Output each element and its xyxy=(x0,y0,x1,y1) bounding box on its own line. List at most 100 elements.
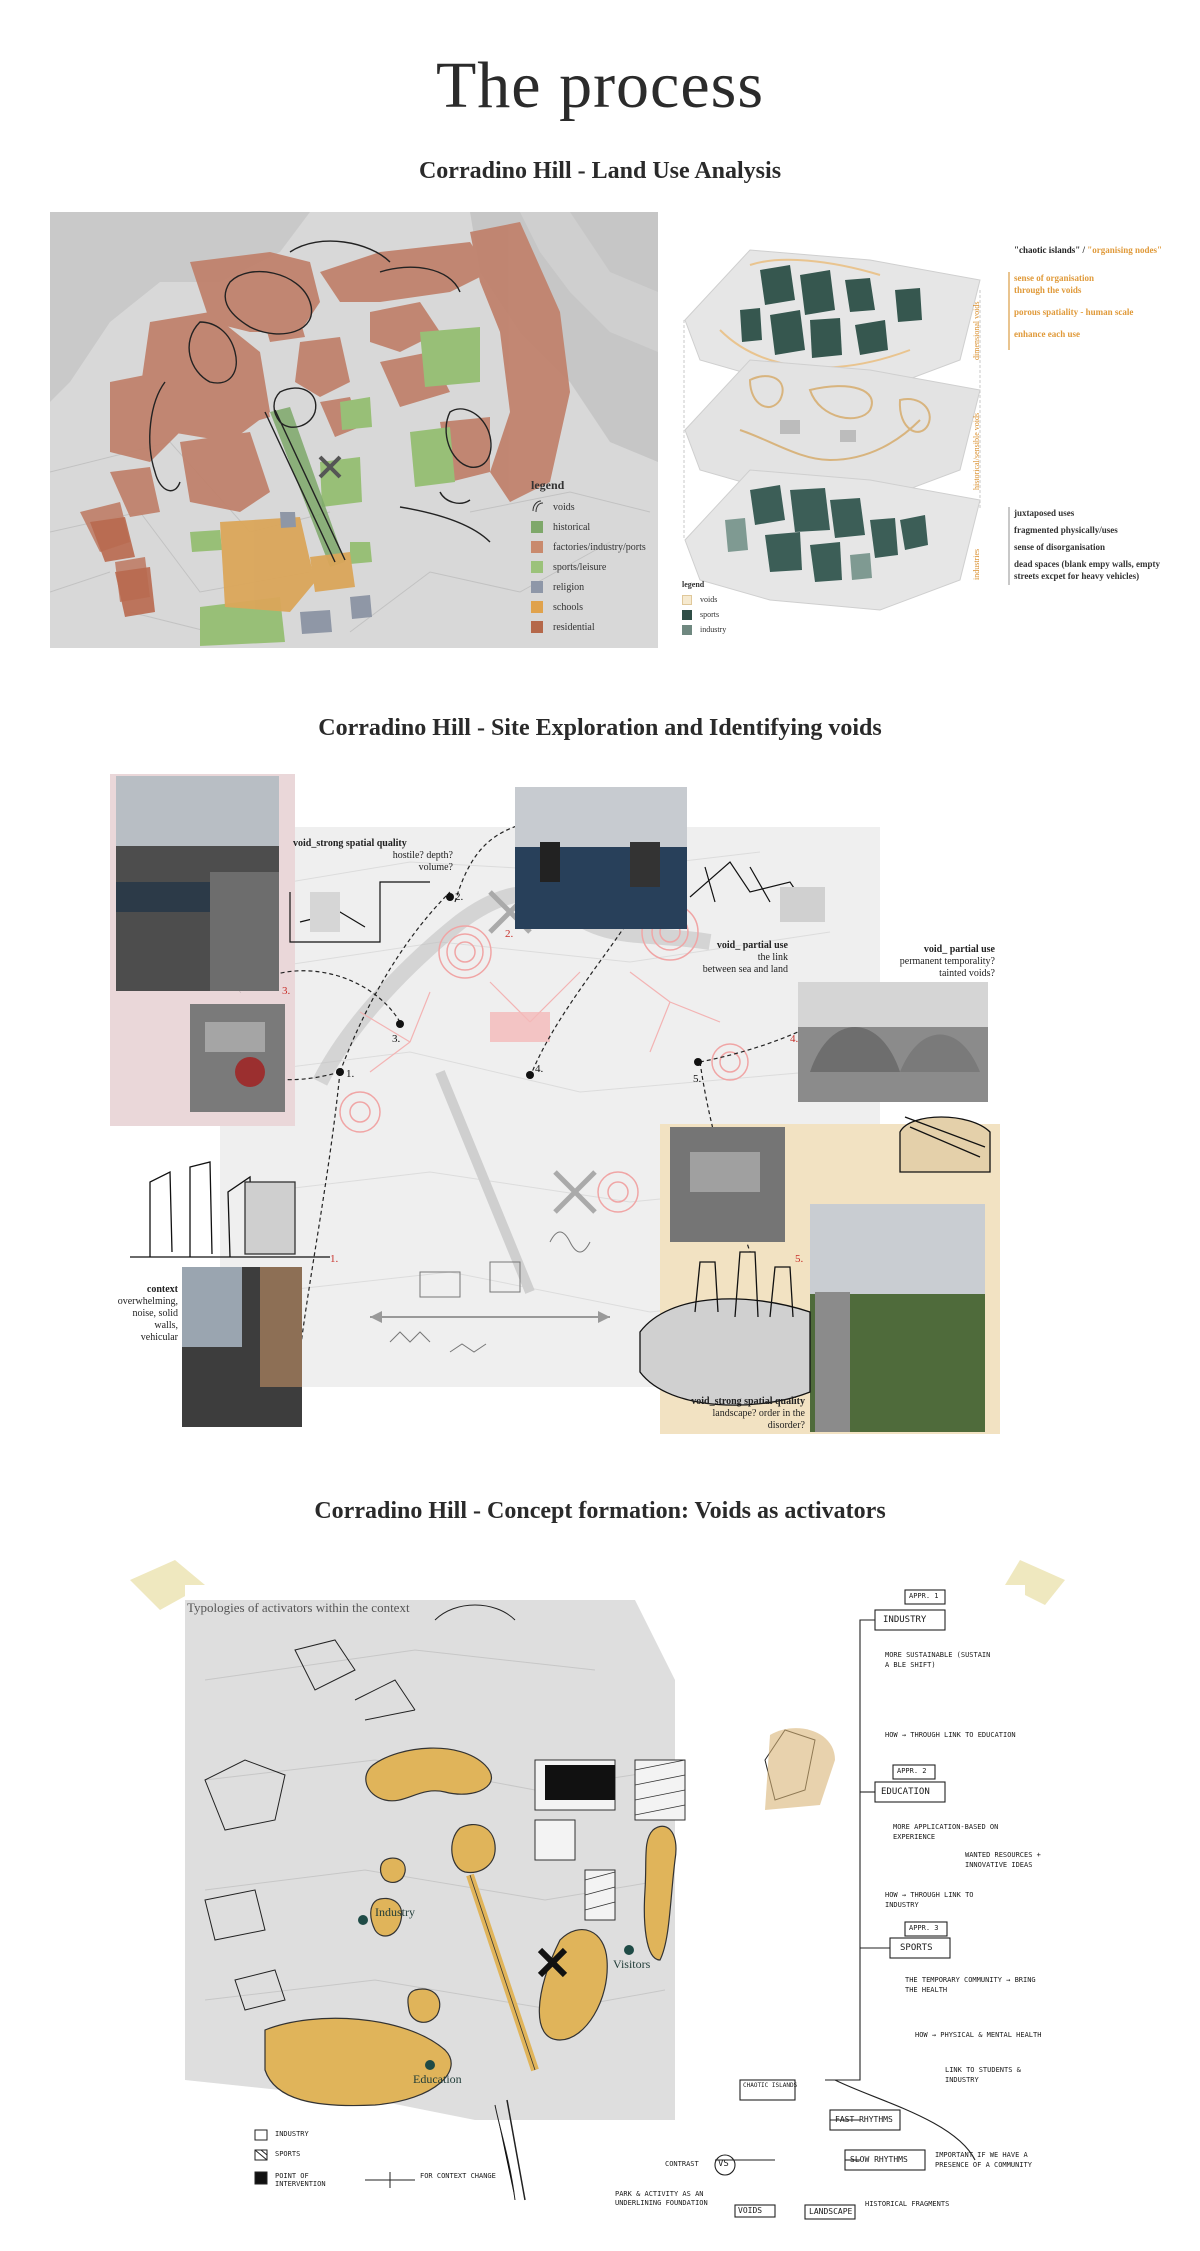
sketch-landscape xyxy=(639,1251,811,1406)
flow-note: PARK & ACTIVITY AS AN UNDERLINING FOUNDA… xyxy=(615,2190,708,2207)
legend-swatch xyxy=(531,601,543,613)
notes-heading-a: "chaotic islands" / xyxy=(1014,245,1086,255)
legend-swatch xyxy=(531,561,543,573)
land-use-map-drawing xyxy=(50,212,658,648)
notes-bar xyxy=(1008,507,1010,585)
caption-line: between sea and land xyxy=(702,964,788,975)
notes-item: dead spaces (blank empy walls, empty str… xyxy=(1014,559,1161,581)
caption-line: disorder? xyxy=(767,1420,805,1431)
zone-label-visitors: Visitors xyxy=(613,1957,651,1971)
caption-void-strong-2: void_strong spatial quality landscape? o… xyxy=(665,1396,805,1432)
photo-wall-landscape xyxy=(810,1204,985,1432)
flow-note: THE TEMPORARY COMMUNITY → BRING THE HEAL… xyxy=(905,1976,1036,1994)
red-marker-2: 2. xyxy=(505,928,514,940)
legend-title: legend xyxy=(531,478,565,492)
notes-heading-b: "organising nodes" xyxy=(1087,245,1163,255)
caption-void-partial-2: void_ partial use permanent temporality?… xyxy=(850,944,995,980)
photo-cliffs xyxy=(116,776,279,991)
legend-label: schools xyxy=(553,601,583,613)
flow-note: CHAOTIC ISLANDS xyxy=(743,2082,798,2089)
photo-aerial-site xyxy=(670,1127,785,1242)
red-marker-5: 5. xyxy=(795,1253,804,1265)
caption-void-partial-1: void_ partial use the link between sea a… xyxy=(670,940,788,976)
caption-context: context overwhelming, noise, solid walls… xyxy=(110,1284,178,1344)
flow-note: HOW → PHYSICAL & MENTAL HEALTH xyxy=(915,2031,1042,2039)
legend-label: religion xyxy=(553,581,585,593)
flow-box-landscape: LANDSCAPE xyxy=(809,2207,853,2216)
caption-head: void_ partial use xyxy=(923,944,995,955)
photo-harbour xyxy=(515,787,687,929)
section-title-site-exploration: Corradino Hill - Site Exploration and Id… xyxy=(318,715,882,741)
photo-street xyxy=(182,1267,302,1427)
legend-title: legend xyxy=(682,580,705,589)
legend-item: industry xyxy=(682,622,772,637)
legend-label: residential xyxy=(553,621,595,633)
legend-item: voids xyxy=(531,497,651,517)
flow-note: LINK TO STUDENTS & INDUSTRY xyxy=(945,2066,1021,2084)
sketch-void-1 xyxy=(289,881,430,943)
concept-drawing xyxy=(130,1560,1065,2220)
legend-label: industry xyxy=(700,625,727,634)
sketch-towers xyxy=(130,1161,330,1258)
flow-box-slow-rhythms: SLOW RHYTHMS xyxy=(850,2155,908,2164)
legend-swatch xyxy=(531,521,543,533)
notes-list: sense of organisation through the voids … xyxy=(1008,272,1184,350)
caption-line: volume? xyxy=(418,862,453,873)
legend-label: sports/leisure xyxy=(553,561,607,573)
marker-1: 1. xyxy=(346,1068,355,1080)
flow-box-fast-rhythms: FAST RHYTHMS xyxy=(835,2115,893,2124)
notes-bar xyxy=(1008,272,1010,350)
flow-box-appr3: APPR. 3 xyxy=(909,1924,939,1932)
axo-layer-label: dimensional voids xyxy=(972,301,981,360)
legend-label: historical xyxy=(553,521,591,533)
legend-item: religion xyxy=(531,577,651,597)
sketch-void-2 xyxy=(689,861,825,922)
legend-item: voids xyxy=(682,592,772,607)
land-use-map xyxy=(50,212,658,648)
caption-head: context xyxy=(146,1284,178,1295)
axonometric-drawing xyxy=(683,249,981,611)
legend-swatch xyxy=(531,621,543,633)
flow-box-sports: SPORTS xyxy=(900,1943,933,1953)
legend-swatch xyxy=(682,594,692,605)
photo-industrial-aerial xyxy=(190,1004,285,1112)
caption-void-strong-1: void_strong spatial quality hostile? dep… xyxy=(293,838,453,874)
legend-item: sports/leisure xyxy=(531,557,651,577)
legend-sports: SPORTS xyxy=(275,2150,301,2158)
sketch-huts xyxy=(899,1116,991,1173)
site-exploration-board: 1. 2. 3. 4. 5. 1. 2. 3. 4. 5. void_stron… xyxy=(110,772,1000,1442)
flow-box-education: EDUCATION xyxy=(881,1787,930,1797)
caption-head: void_ partial use xyxy=(716,940,788,951)
axonometric-legend: legend voids sports industry xyxy=(682,580,772,637)
legend-swatch xyxy=(531,581,543,593)
flow-note: HISTORICAL FRAGMENTS xyxy=(865,2200,950,2208)
legend-label: voids xyxy=(553,501,575,513)
legend-swatch xyxy=(682,609,692,620)
legend-industry: INDUSTRY xyxy=(275,2130,309,2138)
caption-line: landscape? order in the xyxy=(712,1408,805,1419)
land-use-legend: legend voids historical factories/indust… xyxy=(531,478,651,637)
axo-layer-label: historical/sensible voids xyxy=(972,412,981,490)
caption-line: noise, solid xyxy=(132,1308,178,1319)
flow-box-industry: INDUSTRY xyxy=(883,1615,927,1625)
flow-box-voids: VOIDS xyxy=(738,2206,763,2215)
marker-3: 3. xyxy=(392,1033,401,1045)
flow-box-appr2: APPR. 2 xyxy=(897,1767,927,1775)
photo-quonset-huts xyxy=(798,982,988,1102)
legend-label: sports xyxy=(700,610,720,619)
section-title-land-use: Corradino Hill - Land Use Analysis xyxy=(418,158,782,184)
caption-head: void_strong spatial quality xyxy=(691,1396,805,1407)
flow-box-appr1: APPR. 1 xyxy=(909,1592,939,1600)
caption-line: vehicular xyxy=(140,1332,178,1343)
marker-5: 5. xyxy=(693,1073,702,1085)
flow-note: WANTED RESOURCES + INNOVATIVE IDEAS xyxy=(965,1851,1041,1869)
legend-label: factories/industry/ports xyxy=(553,541,646,553)
marker-4: 4. xyxy=(535,1063,544,1075)
analysis-notes-bottom: juxtaposed uses fragmented physically/us… xyxy=(1008,507,1184,585)
marker-2: 2. xyxy=(455,891,464,903)
caption-line: overwhelming, xyxy=(117,1296,178,1307)
caption-line: permanent temporality? xyxy=(899,956,995,967)
voids-symbol xyxy=(531,499,544,516)
legend-context-change: FOR CONTEXT CHANGE xyxy=(420,2172,496,2180)
axo-layer-label: industries xyxy=(972,548,981,580)
